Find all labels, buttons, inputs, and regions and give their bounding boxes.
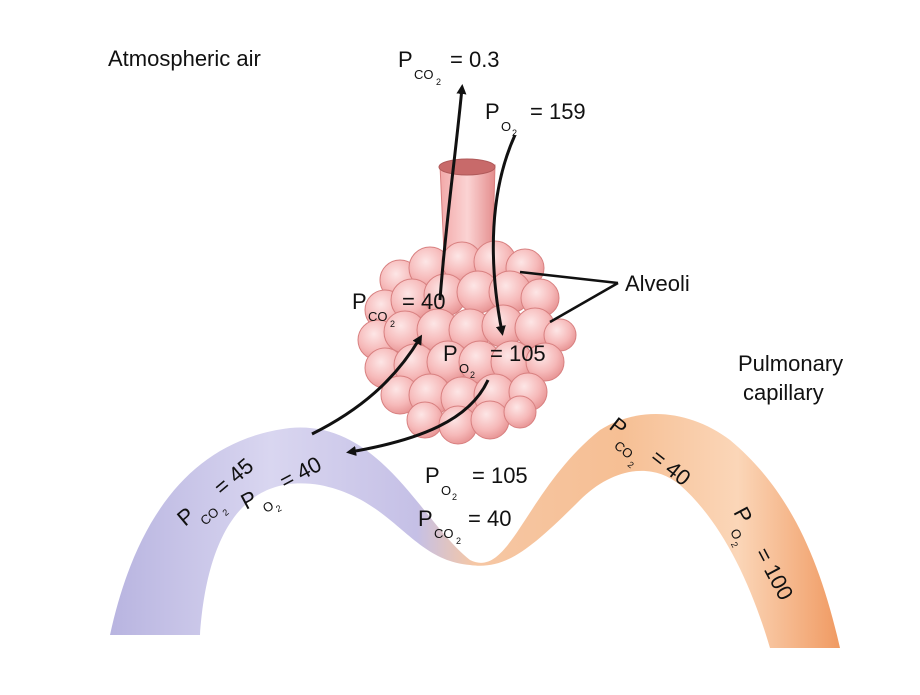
svg-text:= 0.3: = 0.3 [450, 47, 500, 72]
alveolus [503, 395, 537, 429]
mid-capillary-pco2-label: P CO 2 = 40 [418, 506, 511, 546]
svg-text:2: 2 [456, 536, 461, 546]
svg-text:= 105: = 105 [472, 463, 528, 488]
pulmonary-capillary-label-line2: capillary [743, 380, 824, 405]
alveoli-pointer-upper [519, 270, 619, 285]
alveolar-pco2-label: P CO 2 = 40 [352, 289, 445, 329]
atmospheric-air-label: Atmospheric air [108, 46, 261, 71]
alveolus [525, 342, 565, 382]
svg-text:O: O [260, 498, 276, 516]
svg-text:= 40: = 40 [402, 289, 445, 314]
atm-po2-label: P O 2 = 159 [485, 99, 586, 138]
svg-text:P: P [352, 289, 367, 314]
alveoli-label: Alveoli [625, 271, 690, 296]
svg-text:P: P [485, 99, 500, 124]
svg-text:O: O [459, 361, 469, 376]
alveolus [470, 400, 510, 440]
svg-text:2: 2 [626, 459, 636, 470]
atm-pco2-label: P CO 2 = 0.3 [398, 47, 500, 87]
svg-text:P: P [425, 463, 440, 488]
pulmonary-capillary-label-line1: Pulmonary [738, 351, 843, 376]
svg-text:2: 2 [274, 503, 283, 514]
arrow-co2-blood-to-alveoli [311, 334, 423, 436]
svg-text:P: P [443, 341, 458, 366]
svg-text:2: 2 [221, 507, 231, 518]
svg-text:2: 2 [436, 77, 441, 87]
svg-text:CO: CO [368, 309, 388, 324]
arrow-o2-alveoli-to-blood [346, 379, 490, 456]
alveolar-po2-label: P O 2 = 105 [443, 341, 546, 380]
mid-capillary-po2-label: P O 2 = 105 [425, 463, 528, 502]
svg-text:2: 2 [452, 492, 457, 502]
svg-text:2: 2 [729, 540, 740, 549]
svg-text:O: O [501, 119, 511, 134]
svg-text:= 105: = 105 [490, 341, 546, 366]
alveoli-pointer-lower [549, 281, 619, 324]
arrow-o2-into-alveoli [491, 134, 517, 336]
svg-text:= 159: = 159 [530, 99, 586, 124]
svg-text:P: P [398, 47, 413, 72]
svg-text:2: 2 [470, 370, 475, 380]
svg-text:= 40: = 40 [468, 506, 511, 531]
svg-text:2: 2 [512, 128, 517, 138]
svg-text:2: 2 [390, 319, 395, 329]
svg-text:CO: CO [434, 526, 454, 541]
svg-text:P: P [418, 506, 433, 531]
pulmonary-capillary-tube [110, 413, 840, 648]
arrow-co2-to-atmosphere [438, 84, 467, 301]
svg-text:O: O [441, 483, 451, 498]
svg-text:CO: CO [414, 67, 434, 82]
